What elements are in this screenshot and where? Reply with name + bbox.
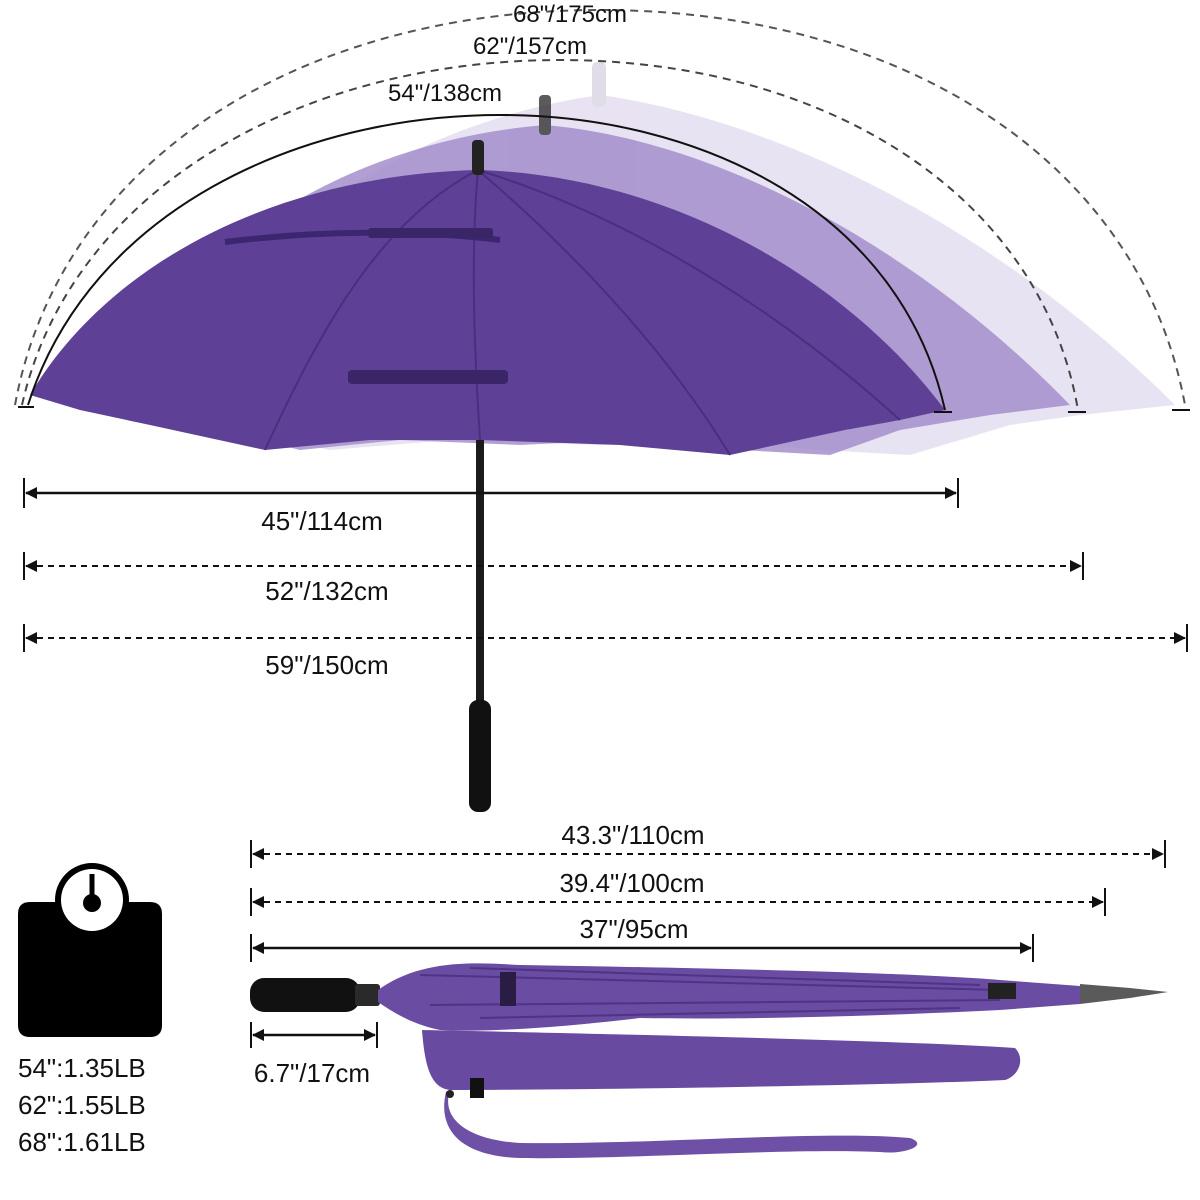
closed-umbrella <box>250 963 1168 1031</box>
length-label-95: 37"/95cm <box>579 914 689 944</box>
width-line-59 <box>23 624 1188 652</box>
length-line-100 <box>250 888 1106 916</box>
storage-sleeve <box>422 1030 1021 1159</box>
arc-62 <box>21 58 1079 411</box>
weight-list: 54":1.35LB 62":1.55LB 68":1.61LB <box>18 1050 146 1161</box>
length-line-110 <box>250 840 1166 868</box>
weight-54: 54":1.35LB <box>18 1053 146 1083</box>
width-label-59: 59"/150cm <box>265 650 389 680</box>
arc-68 <box>14 8 1186 406</box>
width-line-52 <box>23 552 1084 580</box>
weight-62: 62":1.55LB <box>18 1090 146 1120</box>
umbrella-shaft <box>469 440 491 812</box>
width-line-45 <box>23 478 959 508</box>
width-label-52: 52"/132cm <box>265 576 389 606</box>
weight-68: 68":1.61LB <box>18 1127 146 1157</box>
arc-label-68: 68"/175cm <box>513 1 627 28</box>
arc-label-62: 62"/157cm <box>473 33 587 60</box>
canopy-54-main <box>30 140 945 456</box>
handle-length-line <box>250 1022 378 1048</box>
arc-54 <box>27 113 946 411</box>
length-line-95 <box>250 934 1034 962</box>
length-label-110: 43.3"/110cm <box>561 820 705 850</box>
arc-label-54: 54"/138cm <box>388 80 502 107</box>
width-label-45: 45"/114cm <box>261 506 383 536</box>
handle-length-label: 6.7"/17cm <box>253 1058 371 1088</box>
length-label-100: 39.4"/100cm <box>559 868 705 898</box>
weight-scale-icon <box>18 863 162 1037</box>
